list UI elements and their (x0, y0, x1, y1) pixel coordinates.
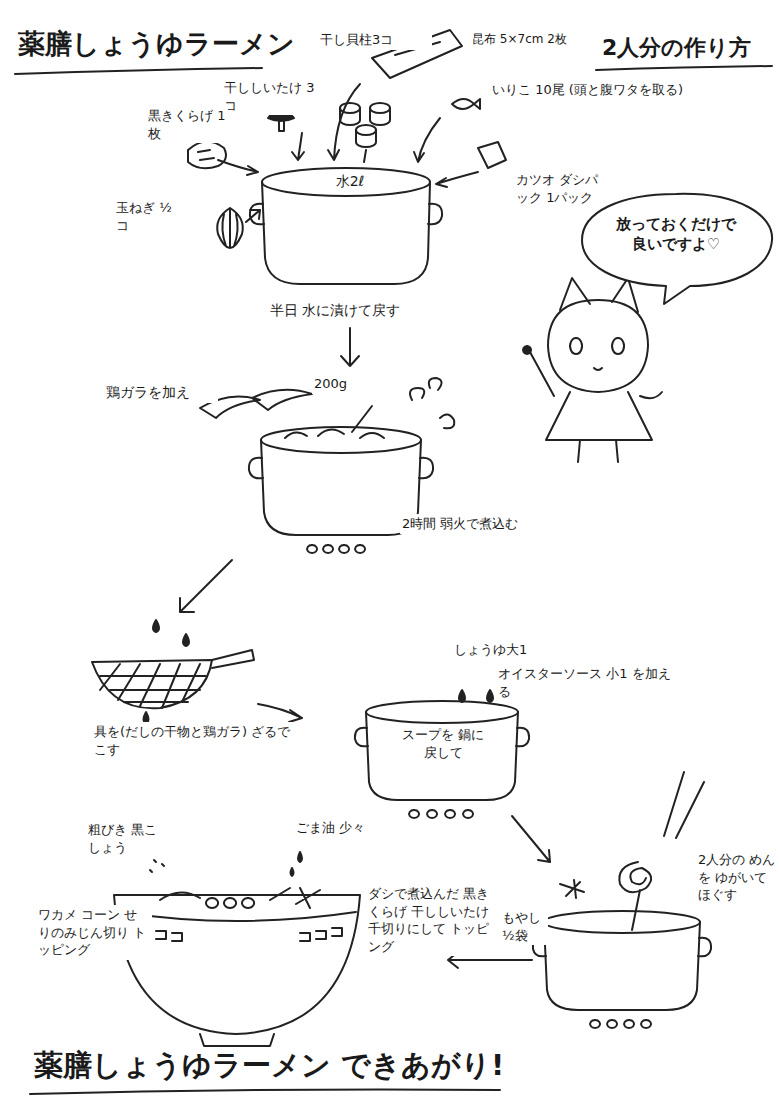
underline (596, 66, 772, 70)
arrow (364, 150, 366, 162)
annotation-label: 昆布 5×7cm 2枚 (470, 30, 569, 48)
node-text: スープを 鍋に戻して (397, 726, 489, 761)
arrow (341, 328, 359, 366)
node-text: 水2ℓ (305, 172, 395, 191)
caption-text: 薬膳しょうゆラーメン できあがり! (34, 1046, 504, 1086)
arrow (292, 133, 304, 160)
annotation-label: 200g (312, 374, 370, 394)
onion (217, 208, 243, 248)
iriko (452, 99, 480, 109)
arrow (436, 172, 478, 187)
arrow (246, 210, 260, 222)
underline (15, 68, 262, 74)
soup-pot: スープを 鍋に戻して (355, 690, 530, 815)
arrow (180, 560, 232, 612)
arrow (328, 84, 360, 160)
annotation-label: 玉ねぎ ½コ (114, 198, 174, 235)
node-text: 放っておくだけで 良いですよ♡ (606, 214, 746, 255)
drops (459, 690, 493, 702)
kikurage (188, 141, 226, 168)
strainer (92, 620, 254, 723)
annotation-label: 半日 水に漬けて戻す (268, 300, 482, 321)
annotation-label: もやし ½袋 (500, 908, 548, 945)
annotation-label: カツオ ダシパック 1パック (514, 170, 610, 207)
dashi-pack (478, 142, 506, 168)
annotation-label: オイスターソース 小1 を加える (496, 664, 680, 701)
annotation-label: 2人分の作り方 (600, 32, 753, 64)
steam (410, 378, 454, 428)
annotation-label: いりこ 10尾 (頭と腹ワタを取る) (490, 80, 694, 100)
annotation-label: 黒きくらげ 1枚 (146, 106, 228, 143)
annotation-label: 2時間 弱火で煮込む (400, 514, 544, 534)
speech-bubble: 放っておくだけで 良いですよ♡ (578, 190, 774, 290)
annotation-label: 具を(だしの干物と鶏ガラ) ざるでこす (92, 722, 301, 759)
scallops (340, 103, 390, 147)
cat-character (523, 278, 662, 462)
annotation-label: ワカメ コーン せりのみじん切り トッピング (36, 905, 152, 960)
annotation-label: しょうゆ大1 (452, 640, 566, 660)
annotation-label: 粗びき 黒こしょう (86, 820, 166, 857)
underline (30, 1090, 500, 1095)
arrow (258, 704, 302, 722)
annotation-label: 2人分の めんを ゆがいて ほぐす (696, 850, 778, 905)
title-text: 薬膳しょうゆラーメン (18, 26, 295, 62)
pot (533, 772, 711, 1028)
arrow (218, 160, 258, 175)
stock-pot: 水2ℓ (255, 160, 440, 290)
arrow (414, 118, 440, 162)
arrow (512, 816, 550, 862)
annotation-label: 鶏ガラを加え (104, 382, 218, 403)
annotation-label: ダシで煮込んだ 黒きくらげ 干ししいたけ 千切りにして トッピング (366, 884, 500, 956)
annotation-label: 干し貝柱3コ (318, 30, 432, 50)
annotation-label: ごま油 少々 (294, 818, 378, 838)
annotation-label: 干ししいたけ 3コ (222, 78, 318, 115)
